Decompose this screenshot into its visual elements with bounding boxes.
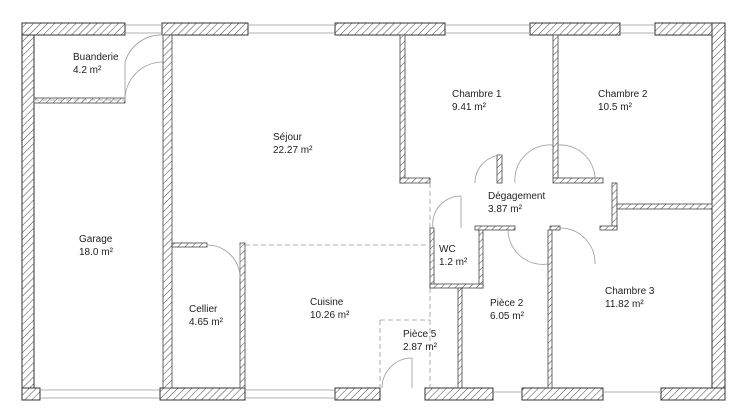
room-name: Cellier [189, 304, 218, 315]
interior-walls [33, 34, 713, 389]
room-area: 6.05 m² [490, 311, 525, 322]
windows [40, 24, 661, 399]
room-piece-5: Pièce 5 2.87 m² [403, 329, 438, 353]
room-area: 11.82 m² [605, 299, 644, 310]
room-area: 2.87 m² [403, 342, 438, 353]
room-garage: Garage 18.0 m² [79, 234, 114, 258]
room-chambre-1: Chambre 1 9.41 m² [452, 89, 502, 113]
room-buanderie: Buanderie 4.2 m² [73, 52, 119, 76]
room-chambre-2: Chambre 2 10.5 m² [598, 89, 648, 113]
room-area: 10.5 m² [598, 102, 633, 113]
room-name: WC [439, 244, 456, 255]
room-name: Pièce 5 [403, 329, 437, 340]
room-area: 22.27 m² [273, 145, 313, 156]
room-name: Cuisine [310, 297, 344, 308]
room-sejour: Séjour 22.27 m² [273, 132, 313, 156]
room-wc: WC 1.2 m² [439, 244, 468, 268]
doors [124, 34, 596, 389]
room-area: 1.2 m² [439, 257, 468, 268]
room-name: Séjour [273, 132, 303, 143]
room-area: 18.0 m² [79, 247, 114, 258]
room-degagement: Dégagement 3.87 m² [488, 191, 545, 215]
room-chambre-3: Chambre 3 11.82 m² [605, 286, 655, 310]
room-name: Garage [79, 234, 113, 245]
room-cuisine: Cuisine 10.26 m² [310, 297, 350, 321]
room-area: 3.87 m² [488, 204, 523, 215]
room-name: Pièce 2 [490, 298, 524, 309]
room-area: 9.41 m² [452, 102, 487, 113]
room-area: 10.26 m² [310, 310, 350, 321]
room-cellier: Cellier 4.65 m² [189, 304, 224, 328]
room-boundaries [34, 99, 431, 388]
room-name: Chambre 1 [452, 89, 502, 100]
room-piece-2: Pièce 2 6.05 m² [490, 298, 525, 322]
room-name: Chambre 2 [598, 89, 648, 100]
room-area: 4.2 m² [73, 65, 102, 76]
room-name: Chambre 3 [605, 286, 655, 297]
room-area: 4.65 m² [189, 317, 224, 328]
exterior-walls [21, 22, 726, 401]
room-name: Dégagement [488, 191, 545, 202]
room-name: Buanderie [73, 52, 119, 63]
